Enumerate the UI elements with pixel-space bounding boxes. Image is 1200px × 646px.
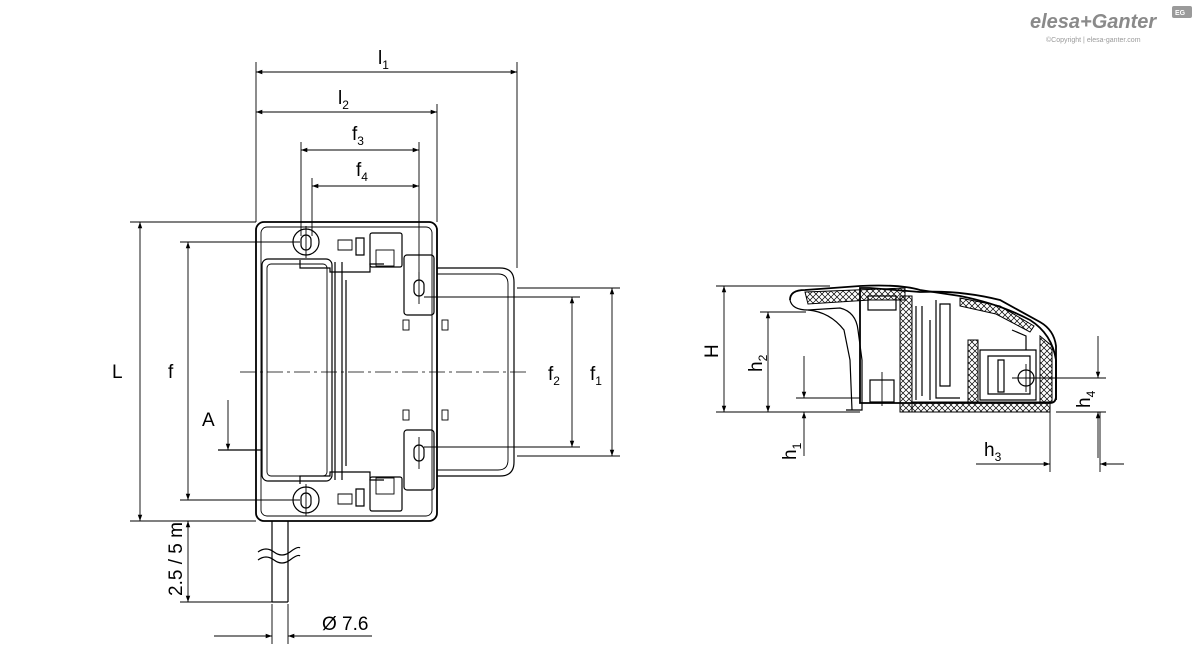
dimension-cable-length: 2.5 / 5 m	[166, 521, 272, 603]
label-f2: f2	[548, 364, 560, 388]
label-L: L	[112, 362, 123, 383]
screw-hole-lower-right	[413, 437, 425, 469]
section-base	[859, 287, 1057, 404]
dimension-L: L	[112, 221, 256, 522]
dimension-f4: f4	[311, 160, 419, 236]
grip-window	[261, 258, 333, 482]
side-section-view: H h2 h1 h3 h4	[702, 284, 1124, 472]
label-h3: h3	[984, 440, 1002, 464]
cable	[257, 521, 301, 603]
handle-loop	[437, 267, 515, 477]
eg-badge-icon	[1172, 6, 1192, 18]
copyright-text: ©Copyright | elesa-ganter.com	[1046, 36, 1141, 44]
label-l2: l2	[338, 88, 349, 112]
label-cable-diameter: Ø 7.6	[322, 614, 368, 635]
dimension-f1: f1	[517, 287, 620, 457]
brand-logo: elesa+Ganter EG ©Copyright | elesa-gante…	[1030, 6, 1192, 44]
label-h4: h4	[1074, 390, 1098, 408]
section-mark-A: A	[202, 400, 262, 451]
label-h1: h1	[780, 442, 804, 460]
dimension-f3: f3	[300, 124, 420, 280]
body-inner-outline	[260, 226, 433, 517]
label-h2: h2	[746, 354, 770, 372]
label-cable-length: 2.5 / 5 m	[166, 522, 187, 596]
dimension-h1: h1	[780, 356, 860, 460]
front-view: l1 l2 f3 f4 L	[112, 48, 620, 644]
logo-text: elesa+Ganter	[1030, 11, 1157, 33]
body-outline	[255, 221, 438, 522]
dimension-cable-diameter: Ø 7.6	[214, 604, 372, 644]
dimension-h4: h4	[1040, 336, 1106, 458]
dimension-l2: l2	[256, 88, 438, 222]
label-f1: f1	[590, 364, 602, 388]
dimension-h3: h3	[976, 412, 1124, 472]
eg-badge-text: EG	[1175, 10, 1186, 17]
label-l1: l1	[378, 48, 389, 72]
label-f: f	[168, 362, 174, 383]
dimension-h2: h2	[746, 311, 806, 412]
lever-profile	[789, 284, 1057, 400]
label-f3: f3	[352, 124, 364, 148]
dimension-l1: l1	[255, 48, 518, 268]
dimension-H: H	[702, 285, 860, 413]
label-f4: f4	[356, 160, 368, 184]
label-H: H	[702, 344, 723, 358]
dimension-f: f	[168, 241, 300, 501]
dimension-f2: f2	[424, 296, 580, 448]
label-A: A	[202, 410, 215, 431]
